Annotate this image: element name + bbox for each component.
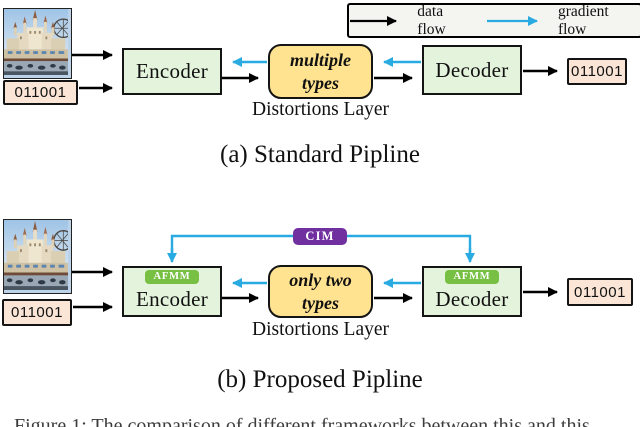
legend: data flow gradient flow [347,3,640,38]
input-bits: 011001 [11,304,63,321]
input-bits-box: 011001 [3,80,78,105]
legend-gradient-flow-label: gradient flow [557,2,609,38]
distortion-text-line1: multiple [289,50,351,70]
output-bits-box: 011001 [567,278,633,306]
decoder-box: Decoder [422,45,522,95]
distortion-text-line2: types [302,292,339,313]
encoder-box: Encoder [122,48,222,95]
decoder-label: Decoder [435,287,509,311]
input-castle-photo [3,219,72,294]
caption-proposed-pipeline: (b) Proposed Pipline [217,366,423,393]
output-bits-box: 011001 [567,58,627,85]
cim-module-badge: CIM [293,228,347,245]
encoder-box: AFMM Encoder [122,266,222,317]
caption-standard-pipeline: (a) Standard Pipline [220,141,420,168]
decoder-label: Decoder [435,57,509,82]
figure-caption: Figure 1: The comparison of different fr… [14,415,590,427]
distortion-text-line1: only two [289,270,352,290]
data-flow-arrow-icon [350,15,397,26]
encoder-label: Encoder [135,59,209,83]
output-bits: 011001 [574,283,626,301]
input-bits-box: 011001 [2,299,72,326]
encoder-label: Encoder [135,287,209,311]
output-bits: 011001 [571,63,623,80]
distortions-layer-label: Distortions Layer [251,99,389,120]
distortion-text-line2: types [302,72,339,93]
afmm-badge: AFMM [145,270,199,284]
distortions-layer-label: Distortions Layer [251,319,389,340]
decoder-box: AFMM Decoder [422,266,522,317]
legend-data-flow-label: data flow [417,2,446,38]
distortions-box: multiple types [268,44,373,99]
input-castle-photo [3,8,72,79]
input-bits: 011001 [14,84,67,101]
gradient-flow-arrow-icon [486,15,538,26]
distortions-box: only two types [268,265,373,318]
afmm-badge: AFMM [445,270,499,284]
